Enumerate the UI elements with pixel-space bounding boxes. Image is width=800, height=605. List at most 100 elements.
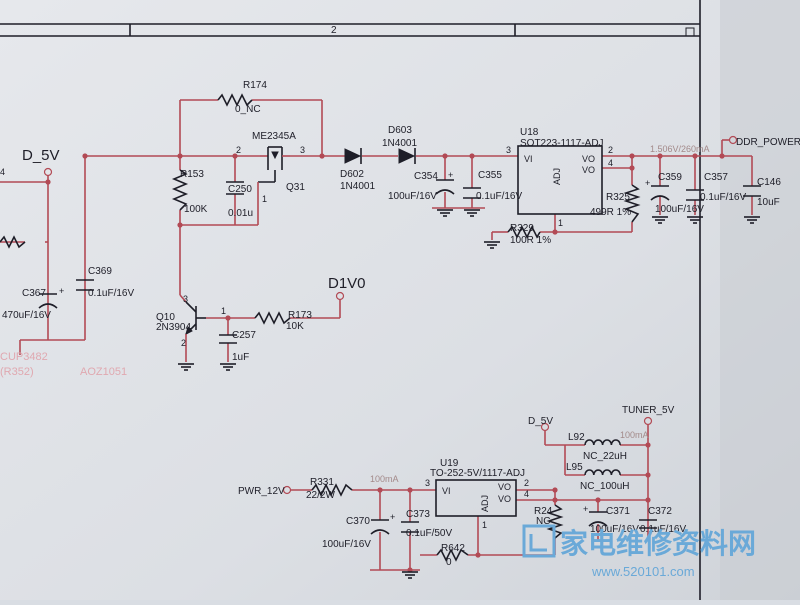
u18-regulator-box — [517, 145, 603, 215]
net-pwr-12v: PWR_12V — [238, 486, 285, 497]
svg-text:+: + — [448, 170, 453, 180]
c355-value: 0.1uF/16V — [476, 191, 522, 202]
c250-value: 0.01u — [228, 208, 253, 219]
junctions — [45, 153, 725, 321]
u19-ref: U19 — [440, 458, 459, 469]
r174-value: 0_NC — [235, 104, 261, 115]
ground-symbols-top — [178, 209, 760, 371]
c250-capacitor-symbol — [226, 181, 244, 195]
d603-diode-symbol — [398, 148, 416, 164]
c250-ref: C250 — [228, 184, 252, 195]
c146-value: 10uF — [757, 197, 780, 208]
net-d5v-main: D_5V — [22, 147, 60, 164]
left-pin-4: 4 — [0, 167, 5, 177]
svg-text:+: + — [390, 512, 395, 522]
c372-value: 0.1uF/16V — [640, 524, 686, 535]
d602-part: 1N4001 — [340, 181, 375, 192]
c370-value: 100uF/16V — [322, 539, 371, 550]
watermark: 家电维修资料网 www.520101.com — [522, 524, 756, 579]
r329-value: 100R 1% — [510, 235, 551, 246]
u18-pin-adj: ADJ — [552, 168, 562, 185]
c354-capacitor-symbol: + — [435, 170, 455, 195]
q10-part: 2N3904 — [156, 322, 191, 333]
u19-pin-3: 3 — [425, 478, 430, 488]
net-tuner-5v: TUNER_5V — [622, 405, 675, 416]
sheet-number: 2 — [331, 25, 337, 36]
r173-ref: R173 — [288, 310, 312, 321]
c359-capacitor-symbol: + — [645, 178, 670, 201]
r331-value: 22/2W — [306, 490, 335, 501]
net-ddr-power: DDR_POWER — [736, 137, 800, 148]
q31-mosfet-symbol — [257, 146, 290, 194]
c355-capacitor-symbol — [463, 187, 481, 199]
u19-pin-vi: VI — [442, 486, 451, 496]
watermark-brand: 家电维修资料网 — [560, 527, 756, 559]
u19-pin-2: 2 — [524, 478, 529, 488]
c372-capacitor-symbol — [639, 519, 657, 529]
r325-value: 499R 1% — [590, 207, 631, 218]
ground-symbols-bottom — [402, 571, 418, 579]
q31-pin-1: 1 — [262, 194, 267, 204]
bottom-wires — [290, 425, 649, 571]
q10-ref: Q10 — [156, 312, 175, 323]
ddr-current-annotation: 1.506V/260mA — [650, 144, 710, 154]
u18-pin-4: 4 — [608, 158, 613, 168]
c370-capacitor-symbol: + — [370, 512, 395, 535]
l92-value: NC_22uH — [583, 451, 627, 462]
u19-regulator-box — [435, 479, 517, 517]
watermark-logo-icon — [522, 524, 556, 558]
c357-ref: C357 — [704, 172, 728, 183]
c367-value: 470uF/16V — [2, 310, 51, 321]
c357-capacitor-symbol — [686, 189, 704, 201]
l92-ref: L92 — [568, 432, 585, 443]
l95-ref: L95 — [566, 462, 583, 473]
pwr-current-annotation: 100mA — [370, 474, 399, 484]
q31-pin-3: 3 — [300, 145, 305, 155]
c354-ref: C354 — [414, 171, 438, 182]
title-frame: 2 — [0, 0, 701, 600]
u18-pin-2: 2 — [608, 145, 613, 155]
q10-pin-1: 1 — [221, 306, 226, 316]
r174-resistor-symbol — [217, 93, 253, 107]
c359-ref: C359 — [658, 172, 682, 183]
u18-part: SOT223-1117-ADJ — [520, 138, 604, 149]
u19-pin-4: 4 — [524, 489, 529, 499]
u19-pin-vo1: VO — [498, 482, 511, 492]
u18-pin-vo1: VO — [582, 154, 595, 164]
c146-capacitor-symbol — [743, 185, 761, 197]
r331-ref: R331 — [310, 477, 334, 488]
u18-ref: U18 — [520, 127, 539, 138]
tuner-current-annotation: 100mA — [620, 430, 649, 440]
c367-capacitor-symbol: + — [38, 286, 64, 309]
r642-resistor-symbol — [436, 548, 469, 562]
c257-ref: C257 — [232, 330, 256, 341]
c355-ref: C355 — [478, 170, 502, 181]
q31-part: ME2345A — [252, 131, 296, 142]
r153-ref: R153 — [180, 169, 204, 180]
q31-pin-2: 2 — [236, 145, 241, 155]
r329-ref: R329 — [510, 223, 534, 234]
c371-value: 100uF/16V — [590, 524, 639, 535]
l92-inductor-symbol — [584, 439, 621, 446]
u19-pin-vo2: VO — [498, 494, 511, 504]
u19-pin-1: 1 — [482, 520, 487, 530]
d602-ref: D602 — [340, 169, 364, 180]
net-d5v-small: D_5V — [528, 416, 553, 427]
left-resistor-fragment — [0, 235, 26, 249]
sheet-marker — [685, 27, 695, 37]
u18-pin-vi: VI — [524, 154, 533, 164]
c257-capacitor-symbol — [219, 334, 237, 344]
r173-value: 10K — [286, 321, 304, 332]
svg-text:+: + — [583, 504, 588, 514]
d602-diode-symbol — [344, 148, 362, 164]
net-d1v0: D1V0 — [328, 275, 366, 292]
left-fragment-aoz: AOZ1051 — [80, 366, 127, 378]
c369-capacitor-symbol — [76, 279, 94, 291]
c369-ref: C369 — [88, 266, 112, 277]
c367-ref: C367 — [22, 288, 46, 299]
watermark-url: www.520101.com — [591, 564, 695, 579]
net-flags — [43, 135, 738, 495]
c357-value: 0.1uF/16V — [700, 192, 746, 203]
